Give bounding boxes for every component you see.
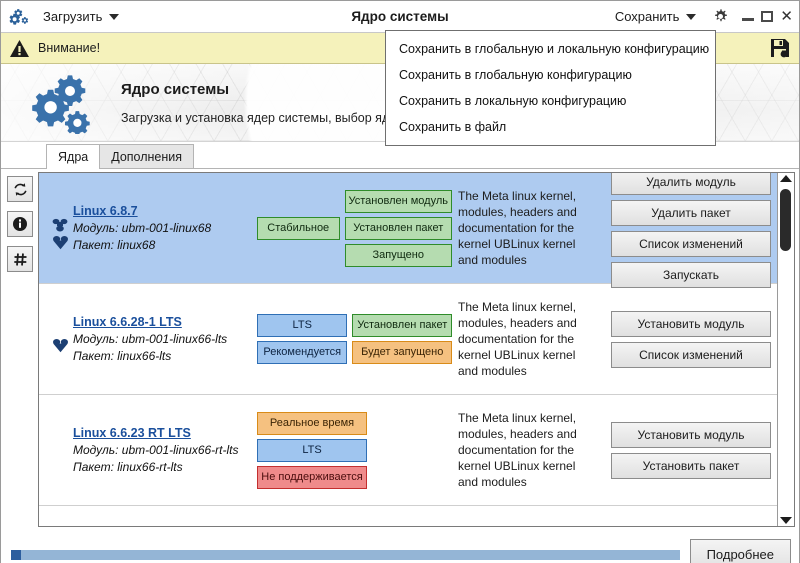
vertical-scrollbar[interactable] bbox=[777, 173, 794, 526]
status-badge: Рекомендуется bbox=[257, 341, 348, 364]
warning-text: Внимание! bbox=[38, 41, 101, 55]
changelog-button[interactable]: Список изменений bbox=[611, 341, 771, 368]
gear-icon bbox=[714, 9, 727, 22]
tab-kernels[interactable]: Ядра bbox=[46, 144, 101, 169]
menu-item-save-local[interactable]: Сохранить в локальную конфигурацию bbox=[399, 94, 627, 108]
chevron-down-icon bbox=[686, 13, 697, 20]
table-row[interactable]: Linux 6.6.23 RT LTS Модуль: ubm-001-linu… bbox=[39, 395, 777, 506]
info-button[interactable] bbox=[7, 211, 33, 237]
window-controls: ✕ bbox=[736, 9, 793, 24]
remove-module-button[interactable]: Удалить модуль bbox=[611, 173, 771, 195]
kernel-package-label: Пакет: linux68 bbox=[73, 238, 156, 252]
minimize-icon[interactable] bbox=[742, 18, 755, 21]
title-bar: Загрузить Ядро системы Сохранить ✕ bbox=[1, 1, 799, 33]
menu-item-save-global-local[interactable]: Сохранить в глобальную и локальную конфи… bbox=[399, 42, 710, 56]
kernel-module-label: Модуль: ubm-001-linux68 bbox=[73, 221, 212, 235]
close-icon[interactable]: ✕ bbox=[780, 8, 793, 25]
scroll-down-arrow-icon[interactable] bbox=[780, 517, 792, 524]
save-menu-label: Сохранить bbox=[614, 9, 680, 24]
warning-triangle-icon bbox=[10, 39, 29, 57]
content-area: Linux 6.8.7 Модуль: ubm-001-linux68 Паке… bbox=[1, 169, 799, 531]
tab-extras[interactable]: Дополнения bbox=[99, 144, 195, 168]
row-action-buttons: Удалить модуль Удалить пакет Список изме… bbox=[611, 173, 771, 288]
kernel-description: The Meta linux kernel, modules, headers … bbox=[458, 411, 577, 489]
tab-kernels-label: Ядра bbox=[58, 150, 89, 164]
details-button[interactable]: Подробнее bbox=[689, 539, 791, 563]
kernel-package-label: Пакет: linux66-lts bbox=[73, 349, 172, 363]
footer-bar: Подробнее bbox=[1, 531, 799, 563]
kernel-description: The Meta linux kernel, modules, headers … bbox=[458, 189, 577, 267]
title-bar-right: Сохранить ✕ bbox=[607, 4, 799, 30]
gears-logo-icon bbox=[1, 1, 35, 33]
save-menu-button[interactable]: Сохранить bbox=[607, 4, 705, 30]
menu-item-save-file[interactable]: Сохранить в файл bbox=[399, 120, 507, 134]
status-badge: Запущено bbox=[344, 243, 452, 267]
floppy-save-icon bbox=[771, 39, 789, 58]
status-badges: Стабильное Установлен модуль Установлен … bbox=[257, 189, 452, 267]
package-icon bbox=[52, 338, 68, 352]
load-menu-button[interactable]: Загрузить bbox=[35, 4, 127, 30]
chevron-down-icon bbox=[109, 13, 120, 20]
scroll-up-arrow-icon[interactable] bbox=[780, 175, 792, 182]
tab-extras-label: Дополнения bbox=[111, 149, 183, 164]
row-action-buttons: Установить модуль Установить пакет bbox=[611, 421, 771, 479]
status-badge: Установлен пакет bbox=[344, 216, 452, 240]
menu-item-save-global[interactable]: Сохранить в глобальную конфигурацию bbox=[399, 68, 632, 82]
refresh-icon bbox=[13, 182, 27, 196]
status-badge: LTS bbox=[257, 438, 367, 462]
table-row[interactable]: Linux 6.6.28-1 LTS Модуль: ubm-001-linux… bbox=[39, 284, 777, 395]
scroll-thumb[interactable] bbox=[780, 189, 791, 251]
row-action-buttons: Установить модуль Список изменений bbox=[611, 310, 771, 368]
kernel-package-label: Пакет: linux66-rt-lts bbox=[73, 460, 183, 474]
save-dropdown-menu[interactable]: Сохранить в глобальную и локальную конфи… bbox=[385, 30, 716, 146]
kernel-name-link[interactable]: Linux 6.6.28-1 LTS bbox=[73, 315, 182, 329]
install-module-button[interactable]: Установить модуль bbox=[611, 310, 771, 337]
module-icon bbox=[52, 218, 67, 232]
status-badge: Установлен модуль bbox=[344, 189, 452, 213]
kernel-module-label: Модуль: ubm-001-linux66-lts bbox=[73, 332, 228, 346]
run-button[interactable]: Запускать bbox=[611, 261, 771, 288]
status-badges: Реальное время LTS Не поддерживается bbox=[257, 411, 452, 489]
kernel-list: Linux 6.8.7 Модуль: ubm-001-linux68 Паке… bbox=[38, 172, 795, 527]
status-badge: LTS bbox=[257, 314, 348, 337]
side-toolbar bbox=[1, 169, 38, 531]
save-config-button[interactable] bbox=[769, 37, 791, 59]
refresh-button[interactable] bbox=[7, 176, 33, 202]
remove-package-button[interactable]: Удалить пакет bbox=[611, 199, 771, 226]
progress-bar bbox=[11, 549, 680, 560]
kernel-module-label: Модуль: ubm-001-linux66-rt-lts bbox=[73, 443, 239, 457]
install-module-button[interactable]: Установить модуль bbox=[611, 421, 771, 448]
load-menu-label: Загрузить bbox=[43, 9, 103, 24]
status-badge: Стабильное bbox=[257, 216, 340, 240]
kernel-name-link[interactable]: Linux 6.6.23 RT LTS bbox=[73, 426, 191, 440]
kernel-list-inner: Linux 6.8.7 Модуль: ubm-001-linux68 Паке… bbox=[39, 173, 777, 526]
settings-gear-button[interactable] bbox=[706, 4, 734, 30]
package-icon bbox=[52, 236, 68, 250]
kernel-description: The Meta linux kernel, modules, headers … bbox=[458, 300, 577, 378]
status-badge: Не поддерживается bbox=[257, 465, 367, 489]
changelog-button[interactable]: Список изменений bbox=[611, 230, 771, 257]
info-icon bbox=[13, 217, 27, 231]
hash-button[interactable] bbox=[7, 246, 33, 272]
status-badge: Будет запущено bbox=[352, 341, 452, 364]
hash-icon bbox=[13, 252, 26, 266]
kernel-name-link[interactable]: Linux 6.8.7 bbox=[73, 204, 138, 218]
tab-bar: Ядра Дополнения bbox=[1, 142, 799, 169]
maximize-icon[interactable] bbox=[761, 11, 774, 22]
status-badges: LTS Рекомендуется Установлен пакет Будет… bbox=[257, 314, 452, 364]
progress-fill bbox=[11, 549, 21, 560]
progress-track bbox=[21, 549, 680, 560]
gears-banner-icon bbox=[21, 72, 113, 134]
status-badge: Реальное время bbox=[257, 411, 367, 435]
install-package-button[interactable]: Установить пакет bbox=[611, 452, 771, 479]
table-row[interactable]: Linux 6.8.7 Модуль: ubm-001-linux68 Паке… bbox=[39, 173, 777, 288]
status-badge: Установлен пакет bbox=[352, 314, 452, 337]
banner-title: Ядро системы bbox=[121, 80, 230, 98]
